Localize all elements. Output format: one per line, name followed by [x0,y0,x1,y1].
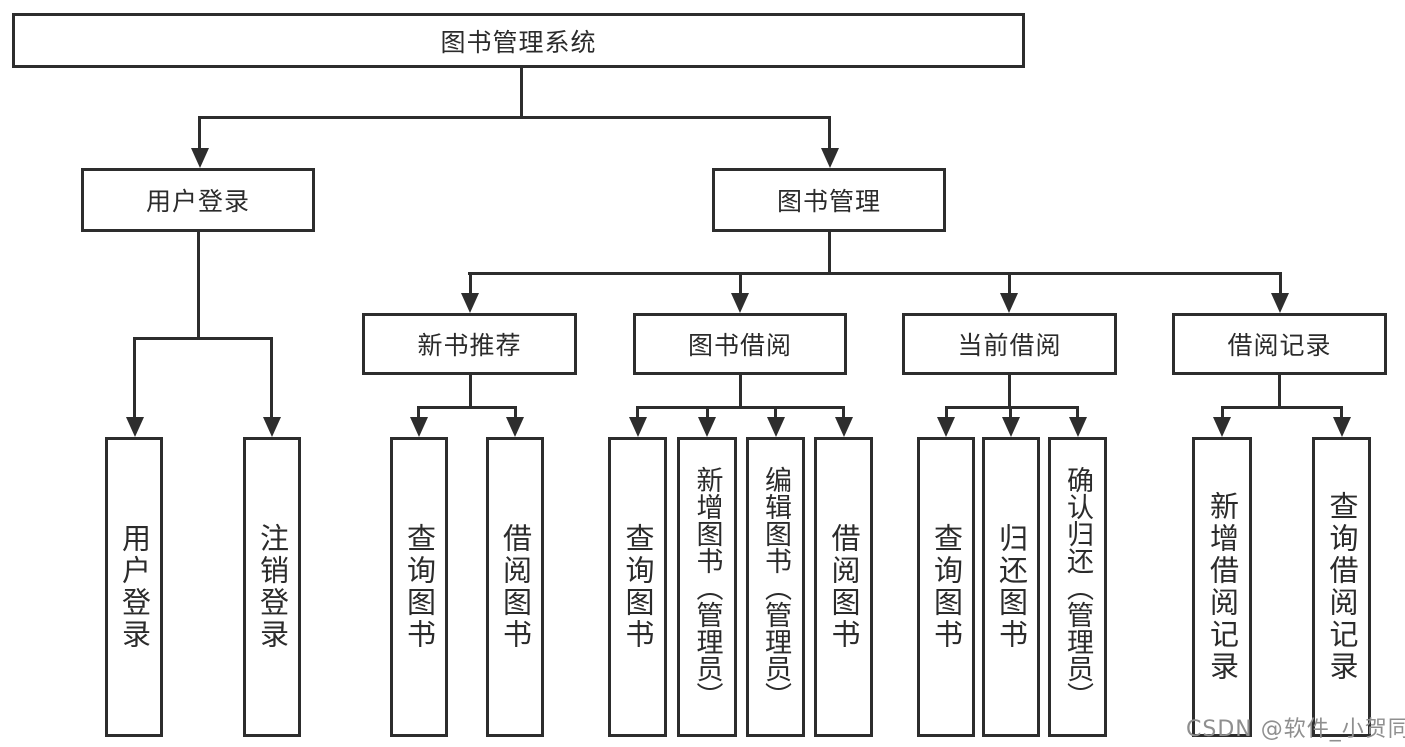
leaf-label: 新增图书（管理员） [691,465,723,709]
leaf-add-borrow-record: 新增借阅记录 [1192,437,1252,737]
connector-to-book-management [828,116,831,150]
arrowhead-down-icon [698,417,716,437]
arrowhead-down-icon [506,417,524,437]
arrowhead-down-icon [126,417,144,437]
arrowhead-down-icon [767,417,785,437]
connector-current-borrow-split [945,406,1079,409]
connector-leaf-drop [1076,406,1079,420]
leaf-user-login: 用户登录 [105,437,163,737]
arrowhead-down-icon [1002,417,1020,437]
connector-new-book-stem [469,375,472,409]
connector-to-book-borrow [739,272,742,296]
leaf-search-books-current: 查询图书 [917,437,975,737]
connector-leaf-drop [1340,406,1343,420]
arrowhead-down-icon [835,417,853,437]
connector-leaf-drop [417,406,420,420]
connector-root-stem [520,68,523,119]
node-new-book-recommendation: 新书推荐 [362,313,577,375]
node-user-login: 用户登录 [81,168,315,232]
connector-book-borrow-split [636,406,845,409]
connector-to-borrow-records [1279,272,1282,296]
leaf-borrow-books-borrow: 借阅图书 [814,437,873,737]
arrowhead-down-icon [731,293,749,313]
connector-leaf-drop [514,406,517,420]
arrowhead-down-icon [937,417,955,437]
connector-to-user-login [198,116,201,150]
leaf-label: 查询借阅记录 [1325,491,1359,683]
node-book-borrowing: 图书借阅 [633,313,847,375]
arrowhead-down-icon [263,417,281,437]
leaf-label: 编辑图书（管理员） [760,465,791,709]
arrowhead-down-icon [1333,417,1351,437]
node-library-management-system: 图书管理系统 [12,13,1025,68]
connector-leaf-drop [636,406,639,420]
leaf-search-books-borrow: 查询图书 [608,437,667,737]
leaf-search-books-recommend: 查询图书 [390,437,448,737]
connector-user-login-stem [197,232,200,340]
connector-book-management-split [468,272,1282,275]
arrowhead-down-icon [629,417,647,437]
watermark: CSDN @软件_小贺同学 [1186,717,1405,742]
leaf-label: 归还图书 [994,523,1029,651]
connector-leaf-drop [1009,406,1012,420]
connector-leaf-drop [842,406,845,420]
connector-to-new-book [469,272,472,296]
leaf-edit-book-admin: 编辑图书（管理员） [746,437,805,737]
connector-to-leaf-user-login [133,337,136,419]
arrowhead-down-icon [1000,293,1018,313]
connector-book-borrow-stem [739,375,742,409]
connector-leaf-drop [774,406,777,420]
connector-leaf-drop [945,406,948,420]
leaf-label: 查询图书 [929,523,964,651]
connector-to-current-borrow [1008,272,1011,296]
leaf-return-book: 归还图书 [982,437,1040,737]
arrowhead-down-icon [410,417,428,437]
node-current-borrowing: 当前借阅 [902,313,1117,375]
connector-book-management-stem [828,232,831,275]
arrowhead-down-icon [821,148,839,168]
arrowhead-down-icon [191,148,209,168]
connector-user-login-split [133,337,273,340]
leaf-confirm-return-admin: 确认归还（管理员） [1048,437,1107,737]
connector-leaf-drop [1221,406,1224,420]
arrowhead-down-icon [1271,293,1289,313]
leaf-add-book-admin: 新增图书（管理员） [677,437,737,737]
arrowhead-down-icon [461,293,479,313]
node-borrowing-records: 借阅记录 [1172,313,1387,375]
node-book-management: 图书管理 [712,168,946,232]
leaf-label: 查询图书 [621,523,655,651]
connector-to-leaf-logout [270,337,273,419]
leaf-label: 新增借阅记录 [1205,491,1240,683]
connector-borrow-records-split [1221,406,1343,409]
arrowhead-down-icon [1213,417,1231,437]
connector-leaf-drop [706,406,709,420]
leaf-label: 借阅图书 [827,523,861,651]
leaf-search-borrow-record: 查询借阅记录 [1312,437,1371,737]
leaf-logout: 注销登录 [243,437,301,737]
leaf-label: 借阅图书 [498,523,533,651]
connector-root-split [198,116,831,119]
leaf-label: 用户登录 [117,523,152,651]
leaf-borrow-books-recommend: 借阅图书 [486,437,544,737]
leaf-label: 注销登录 [255,523,290,651]
leaf-label: 查询图书 [402,523,437,651]
leaf-label: 确认归还（管理员） [1062,465,1093,709]
arrowhead-down-icon [1069,417,1087,437]
connector-borrow-records-stem [1278,375,1281,409]
connector-new-book-split [417,406,517,409]
connector-current-borrow-stem [1008,375,1011,409]
